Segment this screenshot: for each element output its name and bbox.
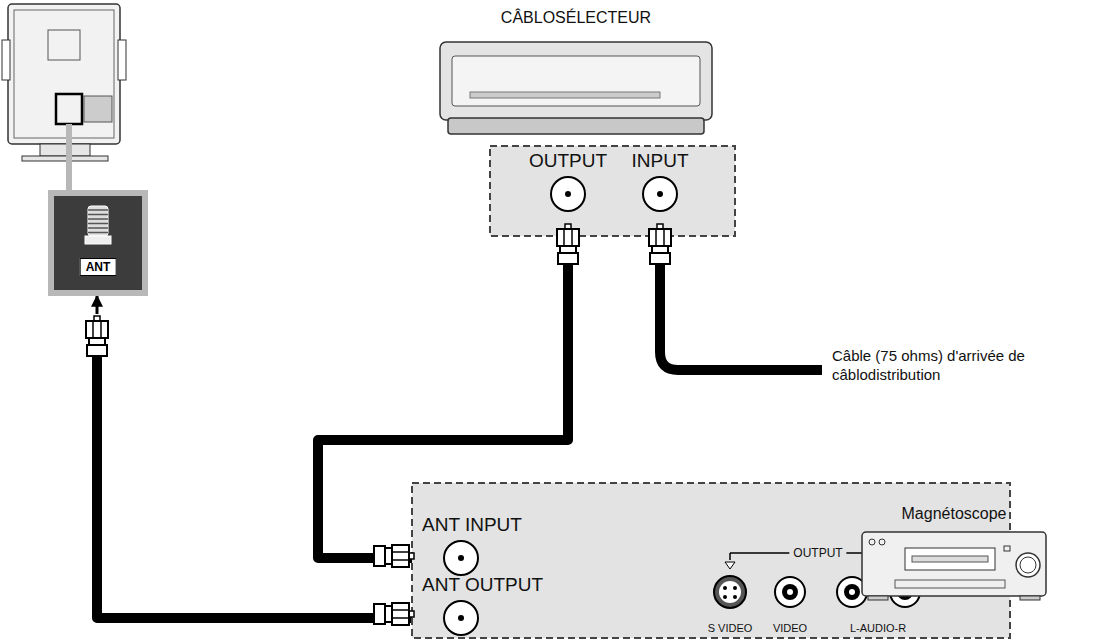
jack-label: OUTPUT bbox=[519, 150, 617, 172]
jack-socket bbox=[548, 174, 588, 214]
incoming-cable bbox=[660, 262, 822, 370]
output-group-label: OUTPUT bbox=[789, 545, 846, 561]
jack-socket bbox=[640, 174, 680, 214]
tv-rear bbox=[2, 4, 126, 190]
coax-plug bbox=[649, 224, 671, 264]
jack-label: L-AUDIO-R bbox=[850, 621, 906, 636]
antenna-terminal-panel: ANT bbox=[48, 190, 148, 296]
jack-label: VIDEO bbox=[773, 621, 807, 636]
coax-cable bbox=[97, 296, 422, 618]
jack-label: S VIDEO bbox=[708, 621, 753, 636]
cable-box bbox=[440, 42, 712, 134]
coax-plug bbox=[86, 316, 108, 356]
coax-jack: OUTPUT bbox=[519, 150, 617, 214]
antenna-connector-icon bbox=[83, 204, 113, 248]
jack-label: ANT INPUT bbox=[422, 514, 522, 536]
coax-plug bbox=[557, 224, 579, 264]
jack-socket bbox=[441, 538, 481, 578]
device-name: Magnétoscope bbox=[854, 504, 1054, 523]
jack-socket bbox=[441, 598, 481, 638]
cable-box-unit: CÂBLOSÉLECTEUR bbox=[431, 8, 721, 136]
vcr-unit: Magnétoscope bbox=[854, 504, 1054, 604]
coax-jack: ANT OUTPUT bbox=[422, 574, 543, 638]
cable-note: Câble (75 ohms) d'arrivée de câblodistri… bbox=[832, 346, 1032, 384]
vcr-device bbox=[862, 532, 1046, 600]
cable-box-panel bbox=[490, 146, 735, 236]
terminal-label: ANT bbox=[80, 258, 117, 276]
jack-label: ANT OUTPUT bbox=[422, 574, 543, 596]
coax-plug bbox=[374, 545, 414, 567]
jack-label: INPUT bbox=[611, 150, 709, 172]
coax-jack: INPUT bbox=[611, 150, 709, 214]
device-name: CÂBLOSÉLECTEUR bbox=[431, 8, 721, 27]
coax-plug bbox=[374, 603, 414, 625]
coax-jack: ANT INPUT bbox=[422, 514, 522, 578]
